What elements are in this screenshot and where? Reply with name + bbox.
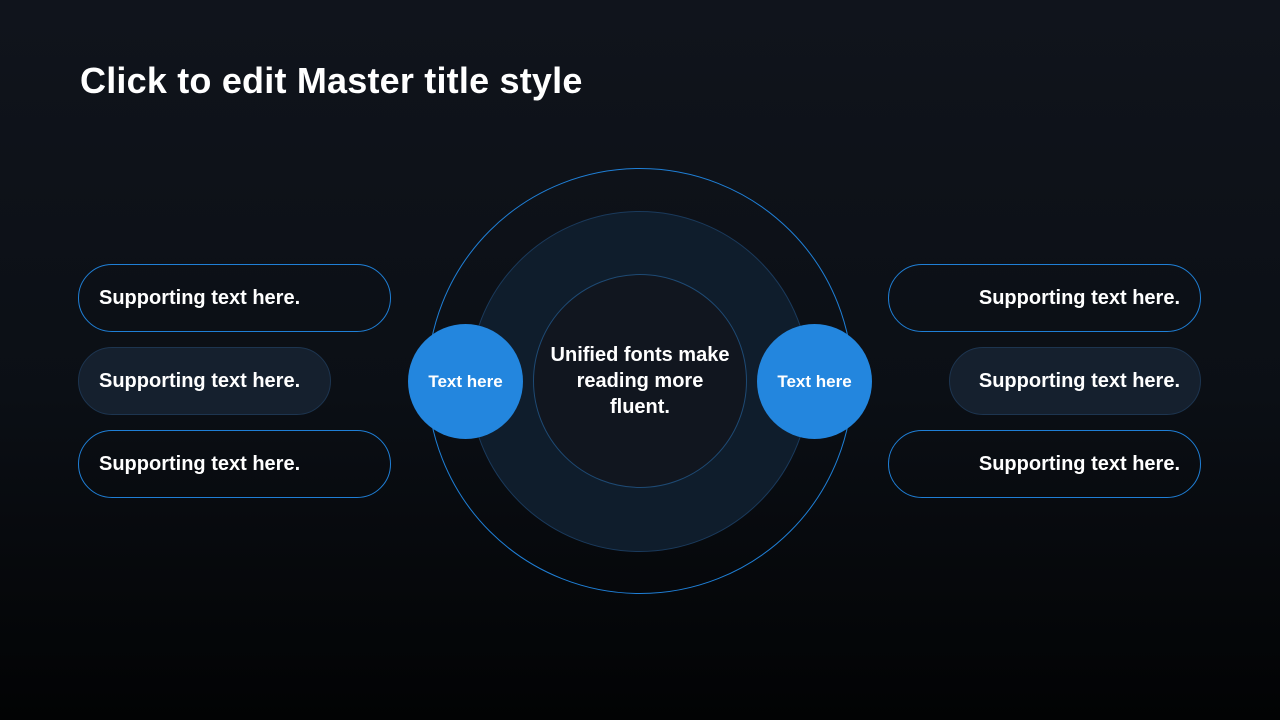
right-supporting-item-2[interactable]: Supporting text here.: [949, 347, 1201, 415]
right-supporting-item-2-label: Supporting text here.: [978, 369, 1180, 392]
left-node-label: Text here: [428, 371, 503, 391]
middle-ring-band: [469, 211, 810, 552]
center-text[interactable]: Unified fonts make reading more fluent.: [550, 344, 730, 418]
right-supporting-item-3[interactable]: Supporting text here.: [888, 430, 1201, 498]
left-supporting-item-3-label: Supporting text here.: [99, 452, 301, 475]
right-node-label: Text here: [777, 371, 852, 391]
inner-circle[interactable]: [533, 274, 747, 488]
right-supporting-item-1-label: Supporting text here.: [978, 286, 1180, 309]
right-node[interactable]: Text here: [757, 324, 872, 439]
left-supporting-item-1-label: Supporting text here.: [99, 286, 301, 309]
left-supporting-item-2-label: Supporting text here.: [99, 369, 301, 392]
left-supporting-item-2[interactable]: Supporting text here.: [78, 347, 331, 415]
left-supporting-item-3[interactable]: Supporting text here.: [78, 430, 391, 498]
left-supporting-item-1[interactable]: Supporting text here.: [78, 264, 391, 332]
left-node[interactable]: Text here: [408, 324, 523, 439]
right-supporting-item-3-label: Supporting text here.: [978, 452, 1180, 475]
slide-title[interactable]: Click to edit Master title style: [80, 60, 583, 101]
right-supporting-item-1[interactable]: Supporting text here.: [888, 264, 1201, 332]
